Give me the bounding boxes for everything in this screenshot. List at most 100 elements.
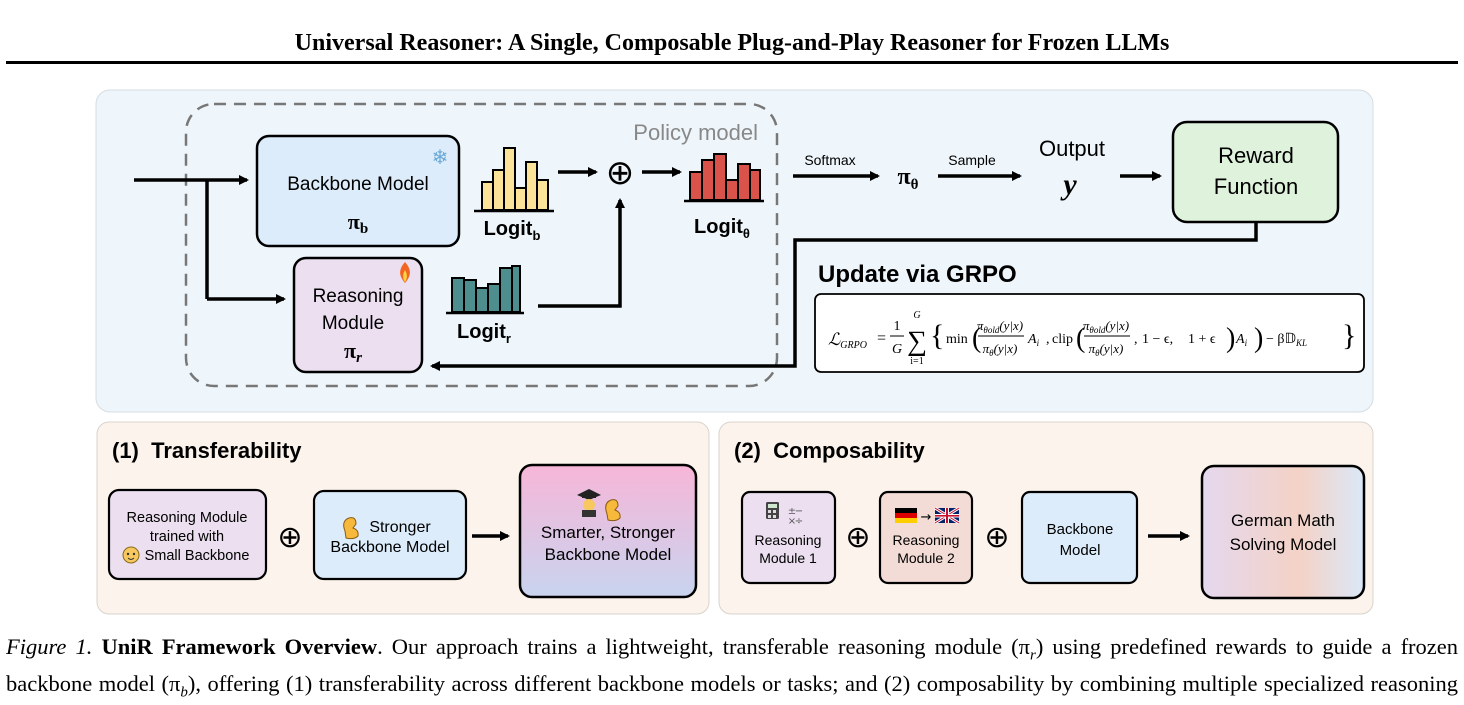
svg-text:G: G <box>892 342 902 357</box>
backbone-model-label: Backbone Model <box>287 174 429 195</box>
svg-text:−: − <box>795 506 803 517</box>
svg-text:1 + ϵ: 1 + ϵ <box>1188 332 1216 347</box>
svg-text:ℒGRPO: ℒGRPO <box>828 330 867 351</box>
svg-text:{: { <box>930 319 944 352</box>
logit-r-bar <box>451 277 465 313</box>
caption-text-1: . Our approach trains a lightweight, tra… <box>377 634 1030 659</box>
svg-text:πθ(y|x): πθ(y|x) <box>983 341 1018 358</box>
title-rule <box>6 61 1458 64</box>
softmax-label: Softmax <box>804 152 855 168</box>
calculator-icon: ± − × ÷ <box>766 502 803 527</box>
caption-text-2: ) using predefined rewards to guide a fr… <box>6 634 1458 696</box>
compose-backbone-box <box>1020 490 1139 585</box>
logit-b-label: Logitb <box>484 218 541 243</box>
output-label: Output <box>1039 136 1105 161</box>
logit-r-label: Logitr <box>457 321 511 346</box>
svg-text:1 − ϵ,: 1 − ϵ, <box>1142 332 1173 347</box>
logit-theta-bar <box>737 163 751 201</box>
svg-text:Ai: Ai <box>1235 332 1248 348</box>
svg-text:πθold(y|x): πθold(y|x) <box>1083 318 1129 335</box>
transfer-box3-line1: Smarter, Stronger <box>541 523 676 542</box>
logit-b-bar <box>492 169 505 211</box>
output-symbol: y <box>1060 168 1077 201</box>
transfer-box1-line2: trained with <box>150 529 224 545</box>
svg-text:×: × <box>788 516 796 527</box>
caption-sub-b: b <box>180 684 188 700</box>
backbone-symbol: πb <box>348 209 368 237</box>
policy-model-frame <box>184 102 779 388</box>
svg-text:min: min <box>946 332 968 347</box>
page-title: Universal Reasoner: A Single, Composable… <box>294 30 1170 56</box>
compose-oplus-1: ⊕ <box>845 520 870 555</box>
reasoning-module-label-1: Reasoning <box>313 286 404 307</box>
reasoning-module-label-2: Module <box>322 313 384 334</box>
reasoning-symbol: πr <box>344 338 362 366</box>
svg-text:G: G <box>913 310 920 321</box>
grpo-formula: ℒGRPO = 1 G G ∑ i=1 { min ( πθold(y|x) π… <box>828 310 1356 367</box>
logit-theta-bar <box>713 153 727 201</box>
transfer-box2-line2: Backbone Model <box>330 539 449 556</box>
svg-text:clip: clip <box>1052 332 1073 347</box>
compose-box4-line1: German Math <box>1231 511 1335 530</box>
logit-r-bar <box>499 267 513 313</box>
compose-box3-line1: Backbone <box>1047 521 1114 538</box>
transfer-oplus: ⊕ <box>277 520 302 555</box>
svg-text:πθold(y|x): πθold(y|x) <box>977 318 1023 335</box>
baby-icon <box>122 546 140 564</box>
germany-flag-icon <box>895 508 917 523</box>
caption-bold-title: UniR Framework Overview <box>101 634 378 659</box>
compose-box1-line1: Reasoning <box>755 532 822 548</box>
compose-box3-line2: Model <box>1060 542 1101 559</box>
caption-text-3: ), offering (1) transferability across d… <box>187 670 1458 696</box>
caption-sub-r: r <box>1030 647 1036 664</box>
smarter-backbone-box <box>518 463 698 599</box>
german-math-model-box <box>1200 464 1366 600</box>
reasoning-module-box <box>292 256 424 374</box>
logit-r-to-sum-arrow <box>538 198 625 308</box>
muscle-icon <box>343 517 359 540</box>
compose-box2-line1: Reasoning <box>893 532 960 548</box>
stronger-backbone-box <box>312 489 468 581</box>
composability-title: (2) Composability <box>734 438 925 463</box>
pi-theta-symbol: πθ <box>898 164 919 193</box>
svg-text:∑: ∑ <box>907 326 927 357</box>
transfer-box1-line1: Reasoning Module <box>127 510 248 526</box>
logit-b-bar <box>503 147 516 211</box>
grpo-update-arrow <box>430 222 1258 371</box>
logit-theta-bar <box>689 171 703 201</box>
svg-text:1: 1 <box>894 319 901 334</box>
muscle-icon <box>605 499 621 522</box>
reward-function-box <box>1171 120 1340 224</box>
logit-b-bar <box>525 161 538 211</box>
transfer-box2-line1: Stronger <box>369 519 431 536</box>
svg-text:÷: ÷ <box>795 516 803 527</box>
logit-theta-label: Logitθ <box>694 216 750 241</box>
caption-figure-label: Figure 1. <box>6 634 93 659</box>
flag-arrow: → <box>921 510 932 525</box>
logit-r-bar <box>511 265 521 313</box>
svg-text:Ai: Ai <box>1027 332 1040 348</box>
figure-caption: Figure 1. UniR Framework Overview. Our a… <box>6 633 1458 705</box>
logit-theta-bar <box>749 169 761 201</box>
svg-text:− β𝔻KL: − β𝔻KL <box>1266 332 1307 348</box>
compose-box2-line2: Module 2 <box>897 550 955 566</box>
graduate-icon <box>577 489 601 517</box>
policy-model-label: Policy model <box>633 120 758 145</box>
logit-theta-bar <box>725 179 739 201</box>
transferability-title: (1) Transferability <box>112 438 302 463</box>
snowflake-icon: ❄ <box>432 147 449 169</box>
reward-function-label-1: Reward <box>1218 143 1294 168</box>
svg-text:±: ± <box>788 506 796 517</box>
logit-b-bar <box>536 179 549 211</box>
logit-r-bar <box>475 287 489 313</box>
backbone-model-box <box>255 134 461 248</box>
sum-operator: ⊕ <box>606 153 635 193</box>
compose-oplus-2: ⊕ <box>984 520 1009 555</box>
transfer-box1-line3: Small Backbone <box>145 548 250 564</box>
svg-text:πθ(y|x): πθ(y|x) <box>1089 341 1124 358</box>
logit-b-bar <box>481 181 494 211</box>
logit-r-bar <box>487 283 501 313</box>
svg-text:i=1: i=1 <box>910 356 923 367</box>
logit-r-bar <box>463 279 477 313</box>
